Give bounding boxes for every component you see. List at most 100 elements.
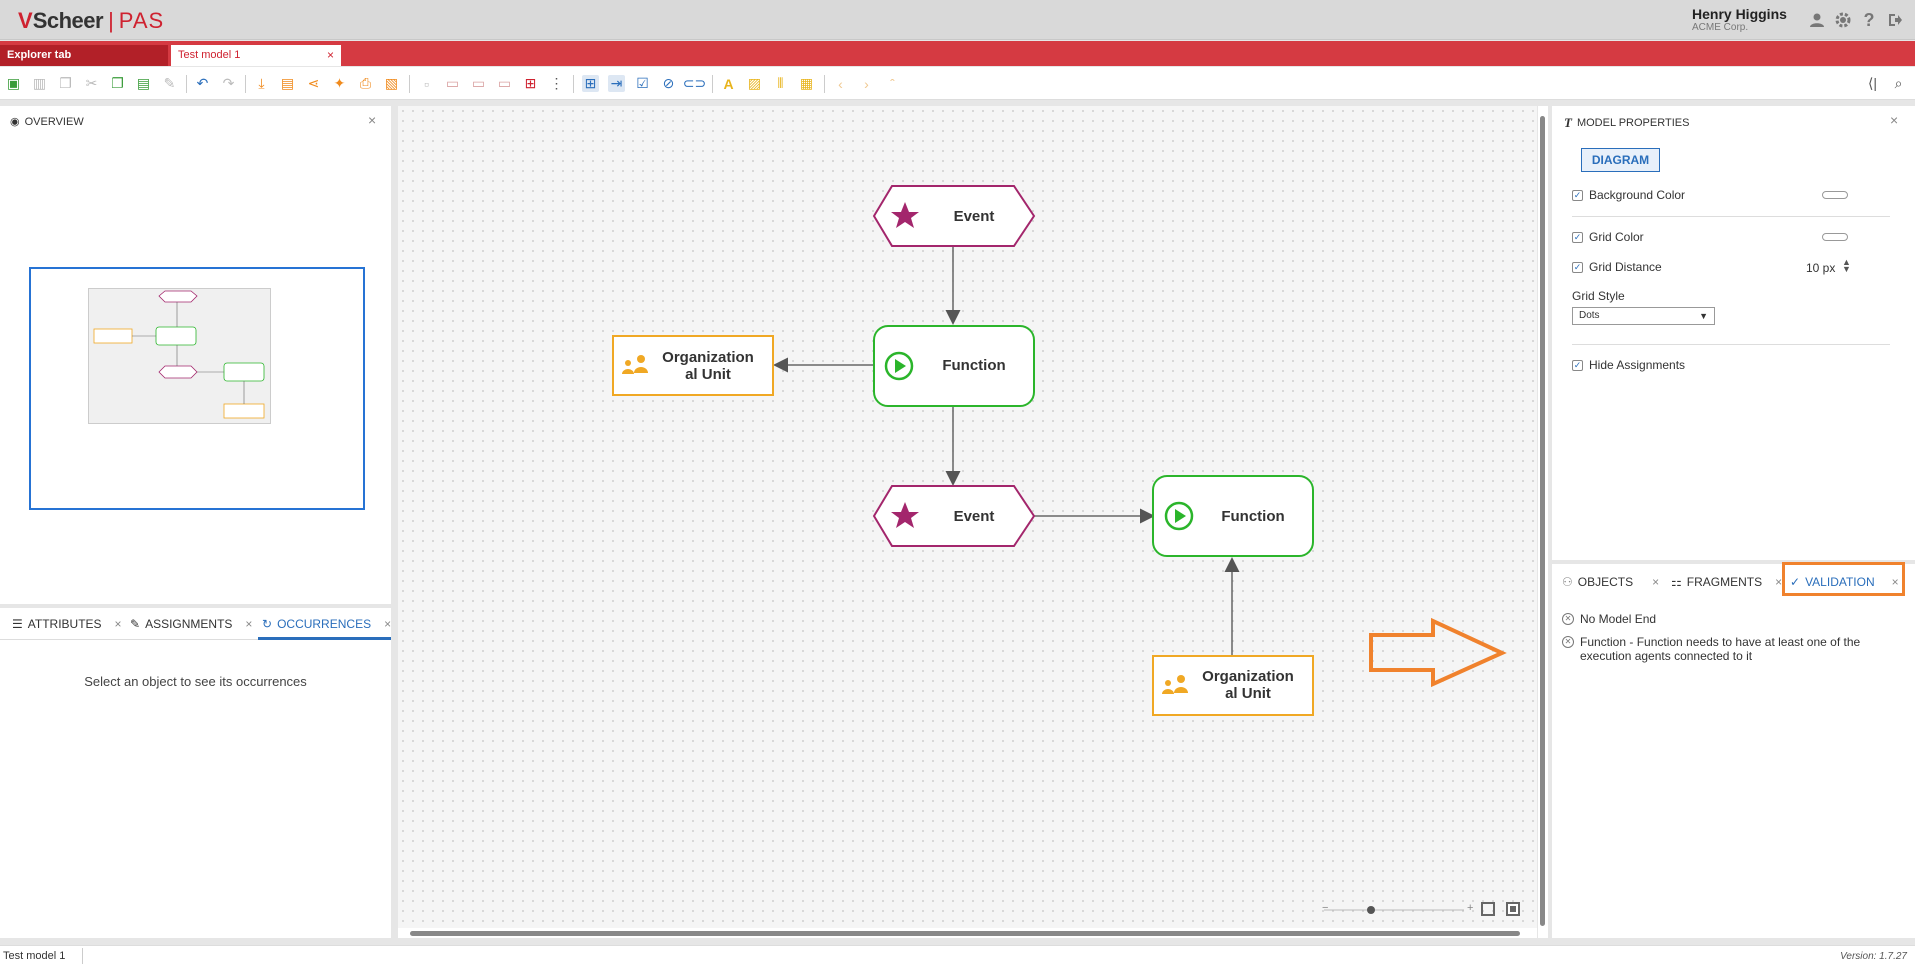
back-icon[interactable]: ‹ <box>838 75 843 92</box>
toolbar-separator <box>409 75 410 93</box>
copy-disabled-icon[interactable]: ❐ <box>59 75 72 91</box>
zoom-in-button[interactable]: + <box>1467 902 1474 914</box>
play-icon <box>884 351 914 381</box>
status-bar: Test model 1 Version: 1.7.27 <box>0 945 1915 966</box>
org-unit-node-1 <box>612 335 774 396</box>
star-icon <box>891 502 919 528</box>
zoom-slider-handle[interactable] <box>1367 906 1375 914</box>
toolbar-separator <box>245 75 246 93</box>
pin-icon[interactable]: ✦ <box>333 75 346 91</box>
up-icon[interactable]: ˆ <box>890 75 895 92</box>
tab-explorer[interactable]: Explorer tab <box>0 45 168 66</box>
background-color-checkbox[interactable]: ✓ <box>1572 189 1583 201</box>
background-color-swatch[interactable] <box>1822 191 1848 199</box>
export-icon[interactable]: ▧ <box>384 75 399 91</box>
tab-attributes-label: ATTRIBUTES <box>27 617 102 631</box>
overview-close-icon[interactable]: × <box>368 112 377 128</box>
grid-color-swatch[interactable] <box>1822 233 1848 241</box>
tab-occurrences[interactable]: ↻ OCCURRENCES × <box>262 617 391 631</box>
tab-fragments[interactable]: ⚏ FRAGMENTS × <box>1671 575 1782 589</box>
help-icon[interactable]: ? <box>1863 9 1875 30</box>
gear-icon[interactable] <box>1833 10 1853 30</box>
validation-item[interactable]: ✕ Function - Function needs to have at l… <box>1562 635 1892 663</box>
tab-close-icon[interactable]: × <box>326 48 334 62</box>
grid-color-checkbox[interactable]: ✓ <box>1572 231 1583 243</box>
validation-item[interactable]: ✕ No Model End <box>1562 612 1656 626</box>
diagram-svg <box>612 185 1507 911</box>
diagram-button[interactable]: DIAGRAM <box>1581 148 1660 172</box>
fit-to-screen-icon[interactable] <box>1506 902 1520 916</box>
import-icon[interactable]: ⤓ <box>258 75 265 91</box>
share-icon[interactable]: ⋖ <box>307 75 320 91</box>
tab-objects[interactable]: ⚇ OBJECTS × <box>1562 575 1659 589</box>
vertical-scroll-thumb[interactable] <box>1540 116 1545 926</box>
new-icon[interactable]: ▣ <box>6 75 21 91</box>
org-unit-node-2 <box>1152 655 1314 716</box>
more-icon[interactable]: ⋮ <box>549 75 564 91</box>
canvas-vertical-scrollbar[interactable] <box>1538 106 1548 938</box>
format-painter-icon[interactable]: ✎ <box>163 75 176 91</box>
grid-distance-checkbox[interactable]: ✓ <box>1572 261 1583 273</box>
text-icon[interactable]: A <box>723 75 734 92</box>
tab-objects-close-icon[interactable]: × <box>1652 575 1660 589</box>
grid-distance-value[interactable]: 10 px <box>1806 261 1836 275</box>
properties-close-icon[interactable]: × <box>1890 112 1899 128</box>
event-node-2 <box>872 485 1036 547</box>
people-icon <box>622 355 648 374</box>
link-icon[interactable]: ⊂⊃ <box>682 75 707 91</box>
toolbar-separator <box>186 75 187 93</box>
image-icon[interactable]: ▨ <box>747 75 762 91</box>
function-node-1 <box>873 325 1035 407</box>
hide-icon[interactable]: ⊘ <box>662 75 675 91</box>
toolbar-separator <box>712 75 713 93</box>
org-2-label: Organization al Unit <box>1202 668 1294 702</box>
tab-attributes-close-icon[interactable]: × <box>114 617 122 631</box>
tab-occurrences-close-icon[interactable]: × <box>384 617 392 631</box>
org-1-label: Organization al Unit <box>662 349 754 383</box>
document-icon[interactable]: ▤ <box>280 75 295 91</box>
undo-icon[interactable]: ↶ <box>196 75 209 91</box>
fullscreen-icon[interactable] <box>1481 902 1495 916</box>
diagram-canvas[interactable]: Event Function Organization al Unit Even… <box>398 106 1537 938</box>
print-icon[interactable]: ⎙ <box>359 75 372 91</box>
collapse-panel-icon[interactable]: ⟨| <box>1867 75 1878 91</box>
stepper-arrows-icon[interactable]: ▲▼ <box>1842 257 1851 274</box>
group-icon[interactable]: ▭ <box>445 75 460 91</box>
user-name: Henry Higgins <box>1692 6 1787 22</box>
search-icon[interactable]: ⌕ <box>1894 75 1903 91</box>
tab-test-model[interactable]: Test model 1 × <box>171 45 341 66</box>
paste-icon[interactable]: ▤ <box>136 75 151 91</box>
tab-validation[interactable]: ✓ VALIDATION × <box>1790 575 1899 589</box>
grid-view-icon[interactable]: ⊞ <box>582 75 599 92</box>
grid-style-select[interactable]: Dots ▼ <box>1572 307 1715 325</box>
redo-icon[interactable]: ↷ <box>222 75 235 91</box>
zoom-out-button[interactable]: − <box>1322 902 1329 914</box>
canvas-horizontal-scrollbar[interactable] <box>398 928 1537 938</box>
tab-assignments[interactable]: ✎ ASSIGNMENTS × <box>130 617 252 631</box>
user-icon[interactable] <box>1807 10 1827 30</box>
connection-icon[interactable]: ⇥ <box>608 75 625 92</box>
copy-icon[interactable]: ❐ <box>111 75 124 91</box>
cut-icon[interactable]: ✂ <box>85 75 98 91</box>
lanes-icon[interactable]: ▦ <box>799 75 814 91</box>
overview-viewport[interactable] <box>29 267 365 510</box>
delete-icon[interactable]: ▥ <box>32 75 47 91</box>
hierarchy-icon[interactable]: ⊞ <box>524 75 537 91</box>
checkbox-icon[interactable]: ☑ <box>636 75 649 91</box>
order-icon[interactable]: ▭ <box>497 75 512 91</box>
align-icon[interactable]: ▫ <box>424 75 429 92</box>
annotation-arrow <box>1369 617 1507 688</box>
app-logo[interactable]: VScheer|PAS <box>18 8 164 34</box>
horizontal-scroll-thumb[interactable] <box>410 931 1520 936</box>
ungroup-icon[interactable]: ▭ <box>471 75 486 91</box>
background-color-row: ✓ Background Color <box>1572 188 1685 202</box>
columns-icon[interactable]: ⫴ <box>777 75 784 91</box>
tab-assignments-close-icon[interactable]: × <box>245 617 253 631</box>
logout-icon[interactable] <box>1885 10 1905 30</box>
tab-fragments-close-icon[interactable]: × <box>1775 575 1783 589</box>
tab-validation-close-icon[interactable]: × <box>1891 575 1899 589</box>
tab-attributes[interactable]: ☰ ATTRIBUTES × <box>12 617 122 631</box>
hide-assignments-checkbox[interactable]: ✓ <box>1572 359 1583 371</box>
forward-icon[interactable]: › <box>864 75 869 92</box>
history-icon: ↻ <box>262 617 273 631</box>
